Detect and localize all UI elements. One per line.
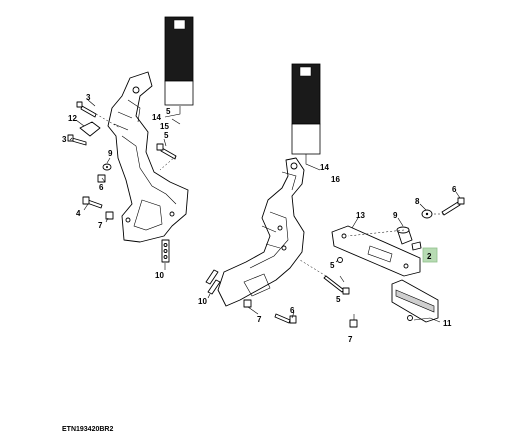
- callout-6b[interactable]: 6: [452, 185, 457, 194]
- nut-7b[interactable]: [243, 299, 252, 308]
- callout-7a[interactable]: 7: [98, 221, 103, 230]
- bolt-6c[interactable]: [274, 313, 297, 324]
- left-support-bracket[interactable]: [107, 71, 189, 243]
- clip-12[interactable]: [79, 121, 101, 137]
- callout-13[interactable]: 13: [356, 211, 365, 220]
- callout-11[interactable]: 11: [443, 319, 452, 328]
- callout-16[interactable]: 16: [331, 175, 340, 184]
- spacer-9b[interactable]: [396, 226, 413, 245]
- bolt-3b[interactable]: [67, 134, 87, 146]
- strip-10a[interactable]: [161, 239, 170, 263]
- callout-14a[interactable]: 14: [152, 113, 161, 122]
- decal-left[interactable]: [164, 16, 194, 106]
- callout-10b[interactable]: 10: [198, 297, 207, 306]
- strip-10b[interactable]: [205, 269, 221, 295]
- callout-2-highlight: [422, 247, 438, 263]
- callout-4[interactable]: 4: [76, 209, 81, 218]
- callout-12[interactable]: 12: [68, 114, 77, 123]
- callout-5c[interactable]: 5: [330, 261, 335, 270]
- guard-plate-11[interactable]: [391, 279, 439, 323]
- decal-right[interactable]: [291, 63, 321, 155]
- right-support-bracket[interactable]: [217, 157, 305, 307]
- callout-7b[interactable]: 7: [257, 315, 262, 324]
- callout-6c[interactable]: 6: [290, 306, 295, 315]
- callout-5d[interactable]: 5: [336, 295, 341, 304]
- washer-8[interactable]: [421, 209, 433, 219]
- nut-5c[interactable]: [337, 257, 343, 263]
- bolt-6b[interactable]: [441, 197, 465, 216]
- callout-3b[interactable]: 3: [62, 135, 67, 144]
- bolt-4[interactable]: [82, 196, 103, 209]
- bolt-5a[interactable]: [156, 143, 177, 160]
- callout-9a[interactable]: 9: [108, 149, 113, 158]
- bolt-5d[interactable]: [323, 275, 350, 295]
- nut-7c[interactable]: [349, 319, 358, 328]
- nut-7a[interactable]: [105, 211, 114, 220]
- nut-2[interactable]: [411, 241, 422, 251]
- callout-9b[interactable]: 9: [393, 211, 398, 220]
- callout-10a[interactable]: 10: [155, 271, 164, 280]
- washer-9a[interactable]: [102, 163, 112, 171]
- callout-8[interactable]: 8: [415, 197, 420, 206]
- callout-14b[interactable]: 14: [320, 163, 329, 172]
- callout-5a[interactable]: 5: [164, 131, 169, 140]
- callout-15[interactable]: 15: [160, 122, 169, 131]
- callout-3a[interactable]: 3: [86, 93, 91, 102]
- bolt-3a[interactable]: [76, 101, 97, 118]
- figure-code: ETN193420BR2: [62, 426, 114, 433]
- callout-7c[interactable]: 7: [348, 335, 353, 344]
- callout-6a[interactable]: 6: [99, 183, 104, 192]
- nut-6a[interactable]: [97, 174, 106, 183]
- callout-5b[interactable]: 5: [166, 107, 171, 116]
- mount-plate-13[interactable]: [331, 225, 421, 277]
- callout-2[interactable]: 2: [427, 252, 432, 261]
